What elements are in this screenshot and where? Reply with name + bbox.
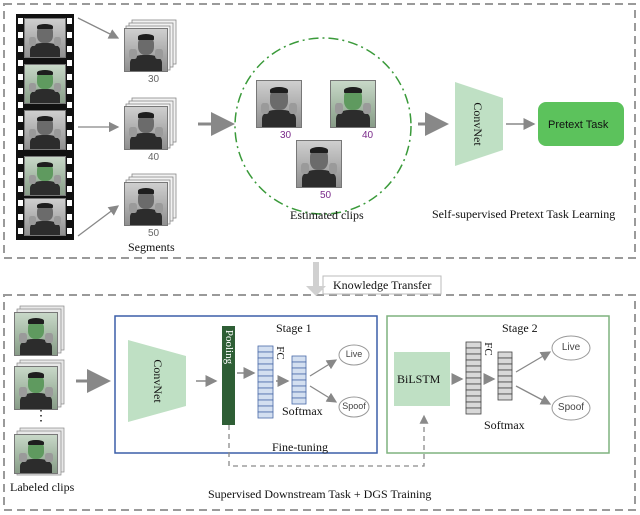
estimated-clip-50 bbox=[296, 140, 342, 188]
softmax-layer-stage2 bbox=[497, 351, 513, 401]
live-node-stage1 bbox=[338, 344, 370, 366]
film-perforations bbox=[18, 18, 72, 234]
fc-layer-stage2 bbox=[465, 341, 482, 415]
arrow-film-to-seg1 bbox=[77, 17, 120, 39]
bilstm-label: BiLSTM bbox=[397, 372, 441, 386]
spoof-label-stage1: Spoof bbox=[342, 401, 366, 411]
supervised-label: Supervised Downstream Task + DGS Trainin… bbox=[208, 487, 432, 501]
arrow-to-spoof-stage1 bbox=[309, 385, 338, 403]
segment-number-30: 30 bbox=[148, 74, 160, 85]
spoof-label-stage2: Spoof bbox=[557, 402, 585, 413]
segment-image-50 bbox=[124, 182, 168, 226]
bilstm-box bbox=[394, 352, 450, 406]
stage1-title: Stage 1 bbox=[276, 321, 312, 335]
film-frame-1 bbox=[24, 18, 66, 58]
estimated-clips-label: Estimated clips bbox=[290, 208, 364, 222]
labeled-clip-1 bbox=[14, 312, 58, 356]
film-frame-5 bbox=[24, 198, 66, 236]
labeled-clips-label: Labeled clips bbox=[10, 480, 75, 494]
film-frame-4 bbox=[24, 156, 66, 196]
segment-image-30 bbox=[124, 28, 168, 72]
fc-label-stage1: FC bbox=[274, 346, 286, 360]
film-frame-3 bbox=[24, 110, 66, 150]
segments-label: Segments bbox=[128, 240, 175, 254]
arrow-to-live-stage2 bbox=[515, 351, 552, 373]
pooling-label: Pooling bbox=[223, 329, 235, 365]
clip-number-50: 50 bbox=[320, 190, 332, 201]
fc-layer-stage1 bbox=[257, 345, 274, 419]
pretext-task-label: Pretext Task bbox=[548, 119, 609, 131]
convnet-stage1-shape bbox=[128, 340, 186, 422]
fc-label-stage2: FC bbox=[482, 342, 494, 356]
convnet-top-shape bbox=[455, 82, 503, 166]
pretext-section-border bbox=[3, 3, 636, 259]
estimated-clips-circle bbox=[234, 37, 412, 215]
knowledge-transfer-arrowhead bbox=[306, 286, 326, 296]
spoof-node-stage2 bbox=[551, 395, 591, 421]
softmax-label-stage2: Softmax bbox=[484, 418, 525, 432]
stage1-box bbox=[114, 315, 378, 454]
segment-image-40 bbox=[124, 106, 168, 150]
arrow-to-spoof-stage2 bbox=[515, 385, 552, 405]
film-frame-2 bbox=[24, 64, 66, 104]
live-node-stage2 bbox=[551, 335, 591, 361]
spoof-node-stage1 bbox=[338, 396, 370, 418]
softmax-layer-stage1 bbox=[291, 355, 307, 405]
downstream-section-border bbox=[3, 294, 636, 511]
labeled-clip-3 bbox=[14, 434, 58, 474]
live-label-stage1: Live bbox=[345, 349, 363, 359]
arrow-film-to-seg3 bbox=[77, 205, 120, 237]
fine-tuning-path bbox=[228, 414, 429, 467]
estimated-clip-40 bbox=[330, 80, 376, 128]
arrow-to-live-stage1 bbox=[309, 359, 338, 377]
convnet-stage1-label: ConvNet bbox=[151, 359, 165, 403]
labeled-clips-ellipsis: ⋮ bbox=[34, 409, 48, 424]
stage2-box bbox=[386, 315, 610, 454]
pooling-layer bbox=[222, 326, 235, 425]
fine-tuning-label: Fine-tuning bbox=[272, 440, 328, 454]
clip-number-30: 30 bbox=[280, 130, 292, 141]
segment-number-50: 50 bbox=[148, 228, 160, 239]
self-supervised-label: Self-supervised Pretext Task Learning bbox=[432, 207, 616, 221]
stage2-title: Stage 2 bbox=[502, 321, 538, 335]
knowledge-transfer-box bbox=[322, 275, 442, 295]
convnet-top-label: ConvNet bbox=[471, 102, 485, 146]
live-label-stage2: Live bbox=[561, 342, 581, 353]
softmax-label-stage1: Softmax bbox=[282, 404, 323, 418]
clip-number-40: 40 bbox=[362, 130, 374, 141]
pretext-task-box bbox=[538, 102, 624, 146]
labeled-clip-2 bbox=[14, 366, 58, 410]
knowledge-transfer-label: Knowledge Transfer bbox=[333, 278, 432, 292]
segment-number-40: 40 bbox=[148, 152, 160, 163]
estimated-clip-30 bbox=[256, 80, 302, 128]
